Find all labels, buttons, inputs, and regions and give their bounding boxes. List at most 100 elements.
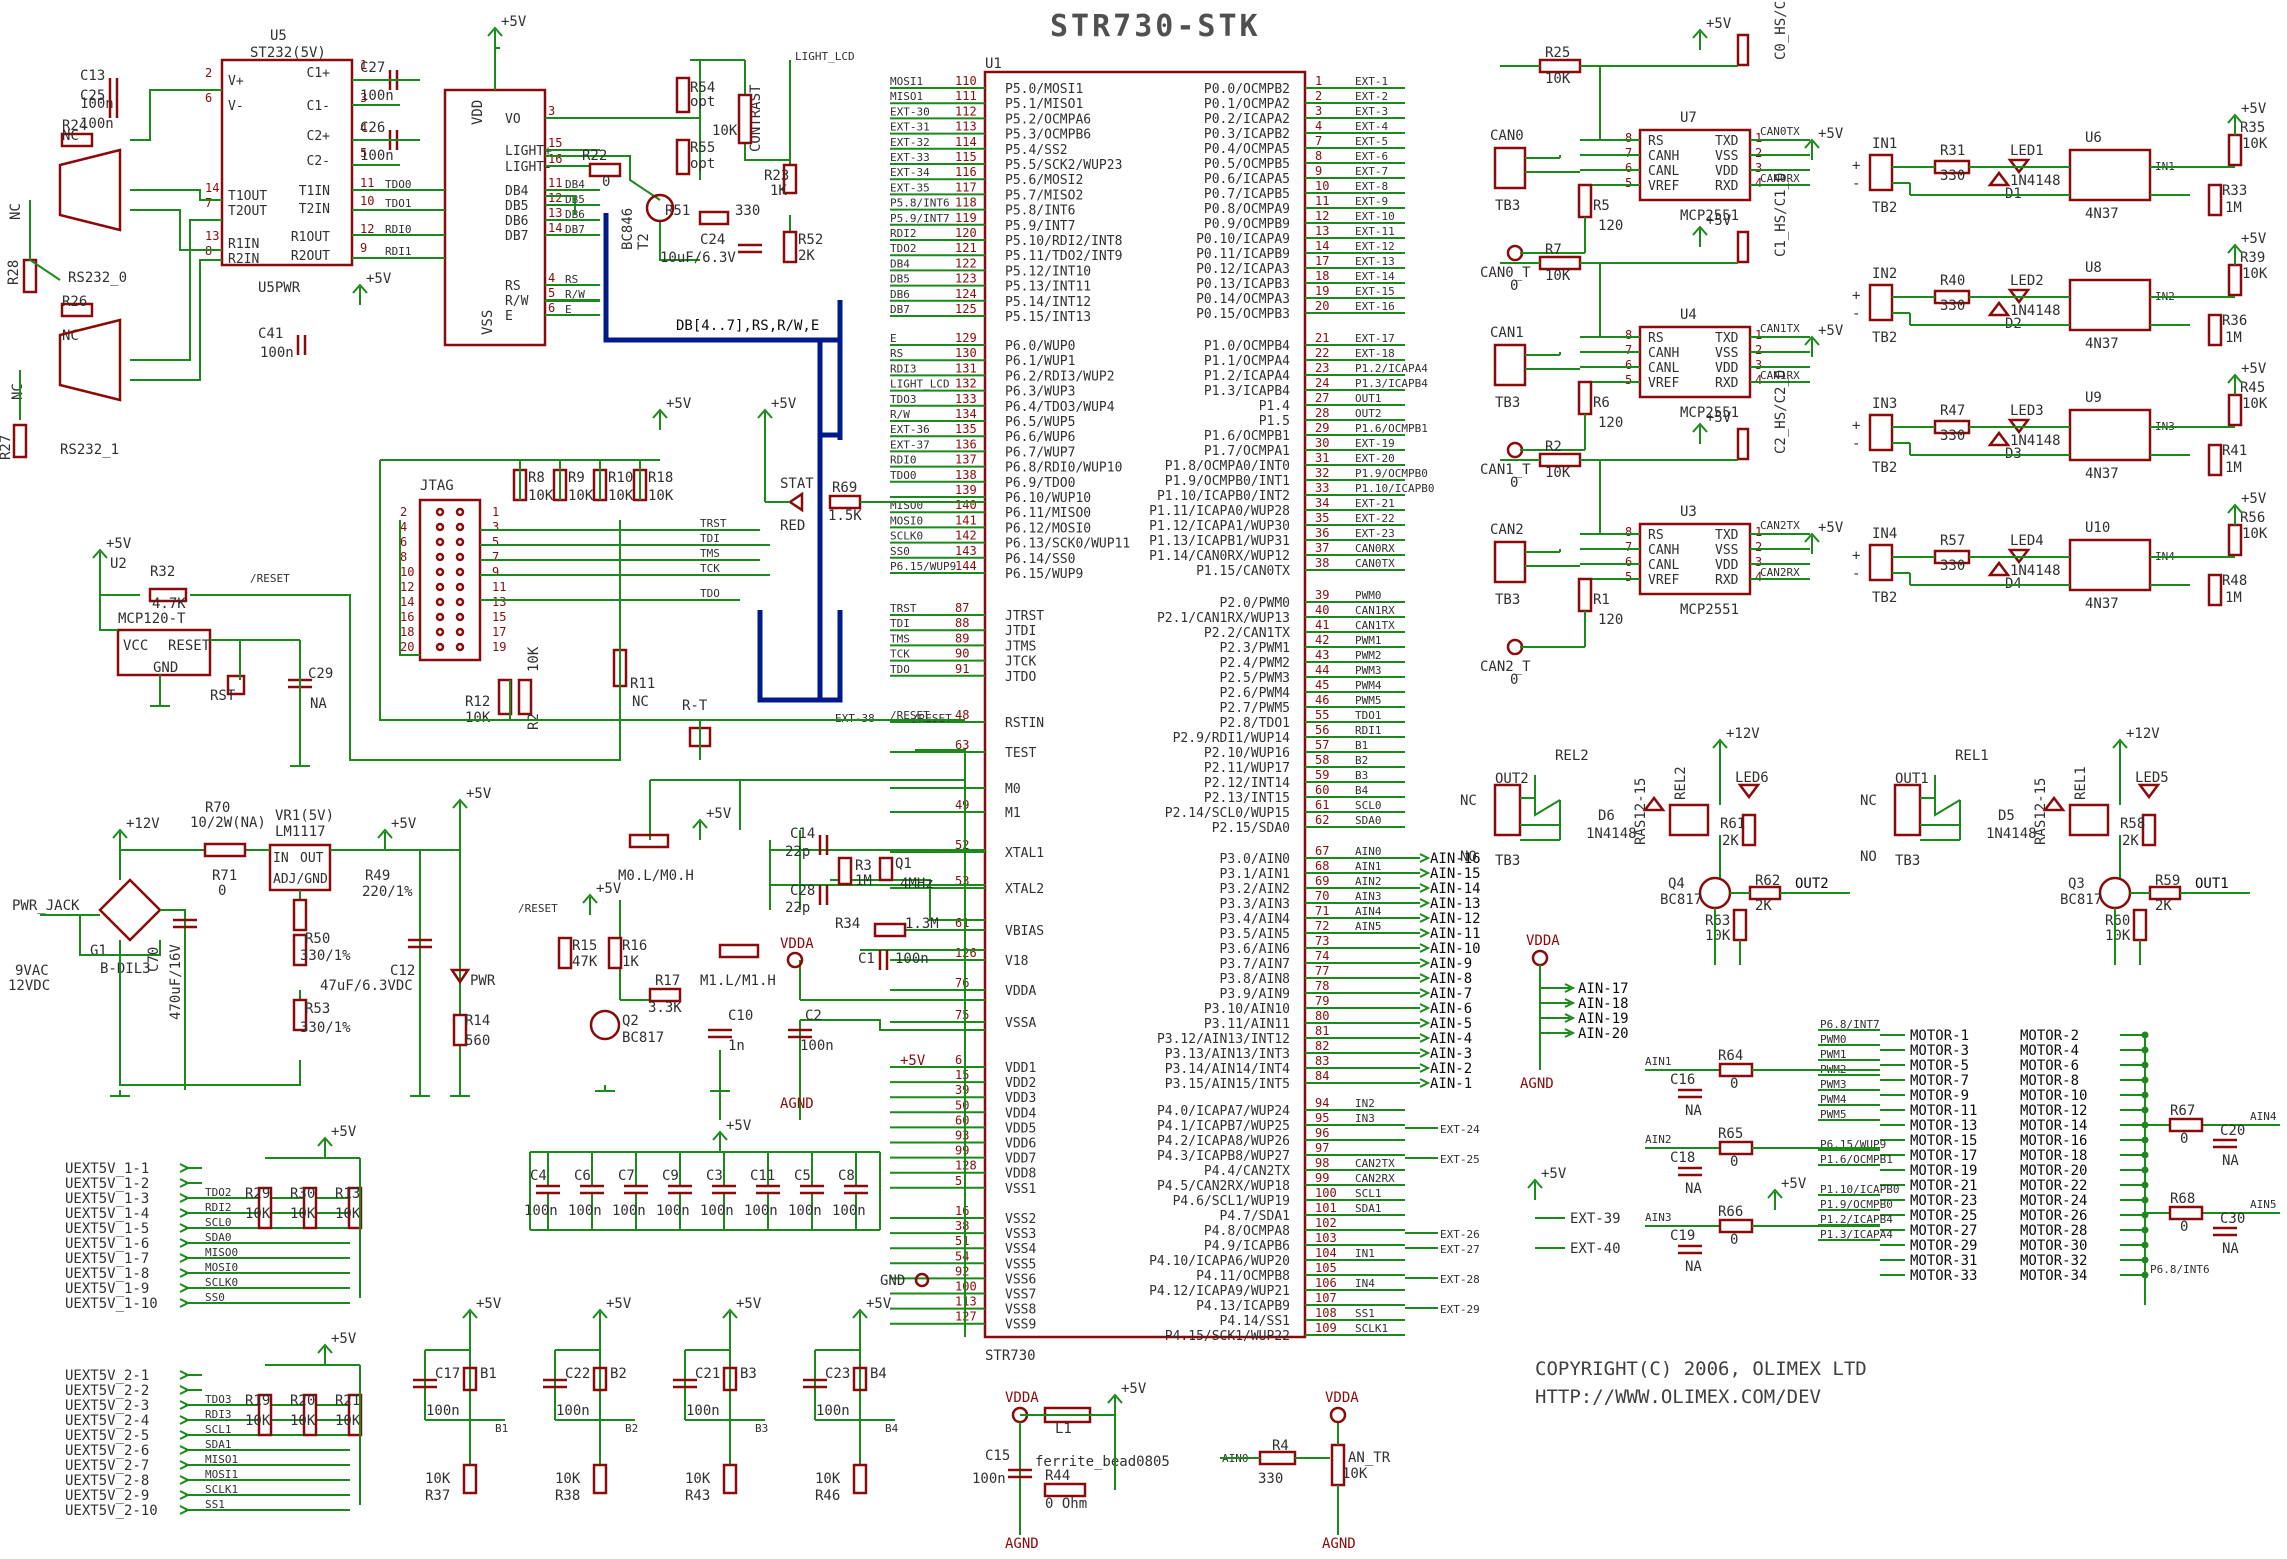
r52-resistor — [782, 230, 798, 264]
jtag-even-pin: 4 — [400, 520, 407, 534]
mcu-pin-number: 43 — [1315, 648, 1329, 662]
button-res-value: 10K — [555, 1471, 581, 1487]
relay-ref: REL1 — [1955, 748, 1989, 764]
mcu-pin-name: P5.13/INT11 — [1005, 280, 1091, 295]
c2-value: 100n — [800, 1038, 834, 1054]
ain-ext-label: AIN-13 — [1430, 896, 1481, 912]
can-term-value: 120 — [1598, 612, 1623, 628]
mcu-pin-net: EXT-35 — [890, 181, 930, 194]
motor-ain-capacitor — [1678, 1166, 1702, 1177]
supply-arrow — [1692, 28, 1708, 39]
ground-symbol — [110, 1090, 130, 1097]
mcu-pin-name: P1.3/ICAPB4 — [1204, 384, 1290, 399]
relay-diode-value: 1N4148 — [1586, 826, 1637, 842]
r9-ref: R9 — [568, 470, 585, 486]
supply-label: +5V — [501, 14, 527, 30]
decoupling-ref: C5 — [794, 1168, 811, 1184]
supply-symbol: +5V — [2227, 231, 2267, 265]
c25-value: 100n — [80, 116, 114, 132]
motor-ain-cap-value: NA — [1685, 1103, 1702, 1119]
mcu-pin-number: 73 — [1315, 934, 1329, 948]
uext-net: TDO2 — [205, 1186, 232, 1199]
uext-label: UEXT5V_1-4 — [65, 1206, 149, 1222]
uext-label: UEXT5V_1-2 — [65, 1176, 149, 1192]
optocoupler-ref: U10 — [2085, 520, 2110, 536]
agnd-label-4: AGND — [1520, 1076, 1554, 1092]
input-plus: + — [1852, 288, 1860, 304]
button-ref: B3 — [740, 1366, 757, 1382]
r8-value: 10K — [528, 488, 554, 504]
u5-pin-number: 9 — [360, 241, 367, 255]
vdda-label-3: VDDA — [1325, 1390, 1359, 1406]
mcu-pin-number: 88 — [955, 616, 969, 630]
motor-ain-cap-value: NA — [2222, 1153, 2239, 1169]
mcu-pin-name: P1.0/OCMPB4 — [1204, 339, 1290, 354]
mcu-pin-number: 56 — [1315, 723, 1329, 737]
supply-arrow — [1692, 422, 1708, 433]
supply-label: +5V — [1706, 410, 1732, 426]
can-part: MCP2551 — [1680, 405, 1739, 421]
mcu-pin-net: PWM2 — [1355, 649, 1382, 662]
decoupling-ref: C9 — [662, 1168, 679, 1184]
mcu-pin-number: 120 — [955, 226, 977, 240]
motor-even-label: MOTOR-20 — [2020, 1163, 2087, 1179]
supply-label: +5V — [1818, 126, 1844, 142]
agnd-label: AGND — [780, 1096, 814, 1112]
r51-value: 330 — [735, 203, 760, 219]
relay-led — [1737, 783, 1761, 800]
r15-resistor — [557, 936, 573, 970]
relay-led-res-ref: R61 — [1720, 816, 1745, 832]
mcu-pin-name: P4.0/ICAPA7/WUP24 — [1157, 1104, 1290, 1119]
uext-arrow — [179, 1460, 191, 1470]
mcu-name: STR730 — [985, 1348, 1036, 1364]
mcu-pin-name: P6.5/WUP5 — [1005, 415, 1075, 430]
uext-net: SDA1 — [205, 1438, 232, 1451]
r28-ref: R28 — [6, 260, 22, 285]
c13-value: 100n — [80, 96, 114, 112]
relay-led-ref: LED6 — [1735, 770, 1769, 786]
button-capacitor — [413, 1378, 437, 1389]
supply-arrow — [1692, 225, 1708, 236]
mcu-pin-number: 105 — [1315, 1261, 1337, 1275]
optocoupler-ref: U8 — [2085, 260, 2102, 276]
supply-arrow — [1107, 1393, 1123, 1404]
uext-net: SCLK1 — [205, 1483, 238, 1496]
mcu-pin-net: AIN1 — [1355, 860, 1382, 873]
supply-arrow — [487, 26, 503, 37]
input-diode — [1987, 170, 2011, 187]
supply-symbol: +5V — [852, 1296, 892, 1330]
an-tr-ref: AN_TR — [1348, 1450, 1391, 1466]
input-terminal-part: TB2 — [1872, 200, 1897, 216]
supply-arrow — [1527, 1178, 1543, 1189]
mcu-pin-name: P3.7/AIN7 — [1220, 957, 1290, 972]
u2-vcc: VCC — [123, 638, 148, 654]
decoupling-ref: C4 — [530, 1168, 547, 1184]
motor-left-net: PWM4 — [1820, 1093, 1847, 1106]
supply-label: +5V — [771, 396, 797, 412]
mcu-pin-name: P1.12/ICAPA1/WUP30 — [1149, 519, 1290, 534]
c1-value: 100n — [895, 951, 929, 967]
can-pin-right: RXD — [1715, 573, 1739, 588]
can-mode-jumper — [1736, 33, 1750, 67]
mcu-pin-net: SDA1 — [1355, 1202, 1382, 1215]
mcu-pin-number: 104 — [1315, 1246, 1337, 1260]
mcu-pin-name: P4.4/CAN2TX — [1204, 1164, 1290, 1179]
pwr-led-label: PWR — [470, 973, 496, 989]
mcu-pin-net: EXT-14 — [1355, 270, 1395, 283]
supply-9vac: 9VAC — [15, 963, 49, 979]
r11-value: NC — [632, 694, 649, 710]
motor-left-net: P1.2/ICAPB4 — [1820, 1213, 1893, 1226]
uext2-block: UEXT5V_2-1UEXT5V_2-2UEXT5V_2-3UEXT5V_2-4… — [65, 1331, 363, 1519]
p4-ext-label: EXT-29 — [1440, 1303, 1480, 1316]
r14-resistor — [452, 1013, 468, 1047]
p4-ext-label: EXT-25 — [1440, 1153, 1480, 1166]
jtag-even-pin: 10 — [400, 565, 414, 579]
r2-resistor — [517, 678, 533, 716]
mcu-pin-name: P6.11/MISO0 — [1005, 506, 1091, 521]
relay-pulldown-resistor — [1732, 908, 1748, 942]
supply-label: +12V — [1726, 726, 1760, 742]
button-cap-ref: C17 — [435, 1366, 460, 1382]
can-part: MCP2551 — [1680, 602, 1739, 618]
u5-pin-number: 4 — [360, 121, 367, 135]
